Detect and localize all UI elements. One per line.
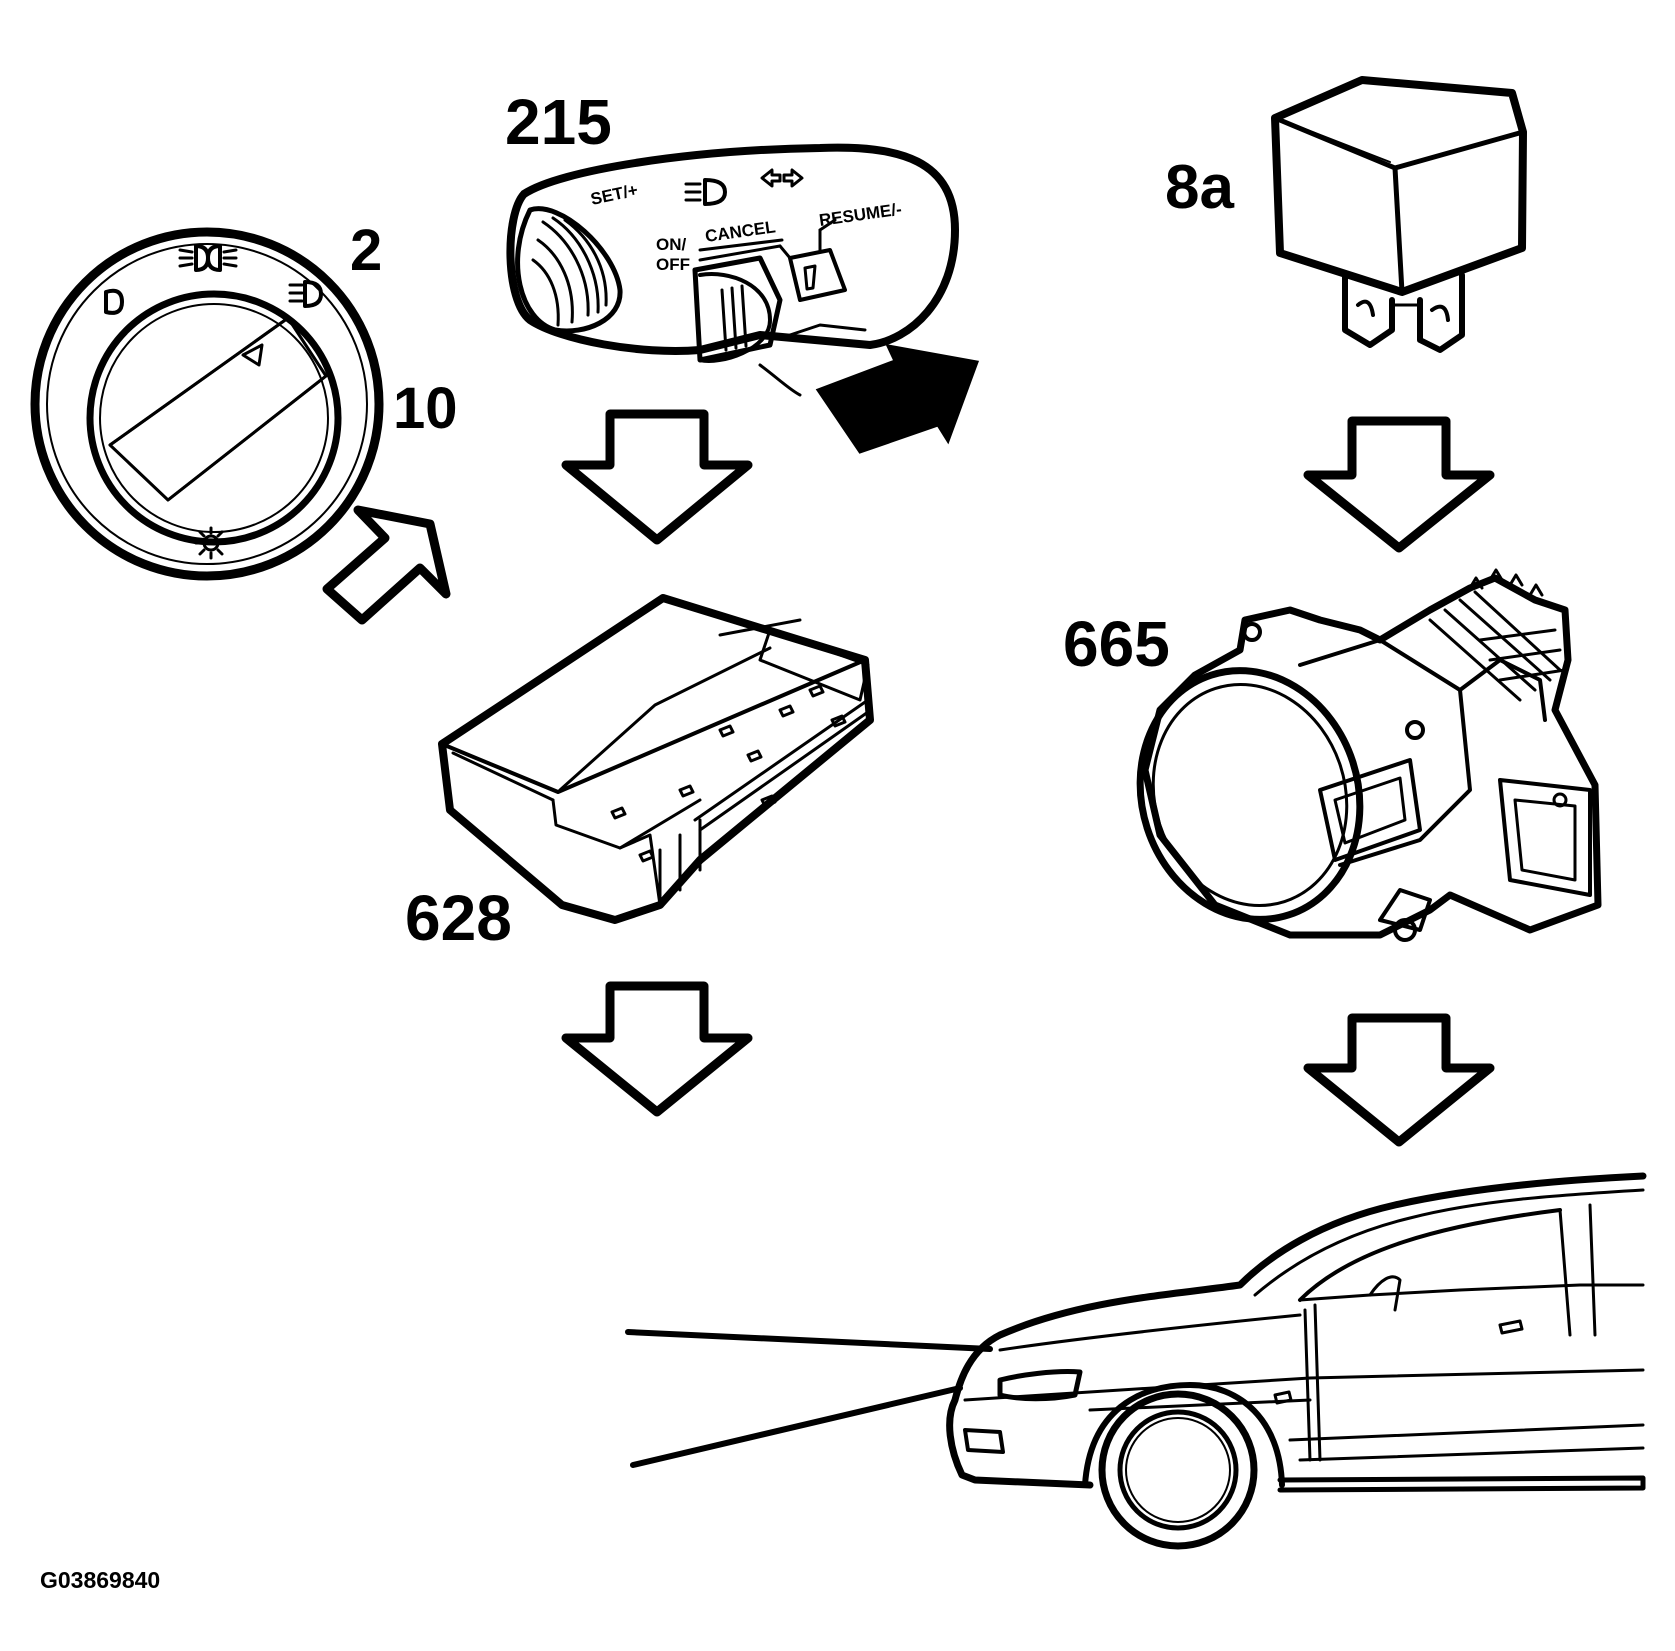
label-light-switch-ref: 2 (350, 218, 382, 283)
turn-signal-arrows-icon (760, 168, 804, 188)
switch-label-resume: RESUME/- (818, 200, 903, 230)
arrow-module-to-vehicle (561, 981, 753, 1117)
fog-lamp-illustration (1136, 568, 1602, 942)
stalk-headlight-icon (684, 178, 727, 206)
fog-light-sun-icon (194, 526, 228, 560)
switch-label-set: SET/+ (589, 180, 640, 209)
label-stalk-switch: 215 (505, 86, 612, 158)
arrow-switch-to-module (322, 505, 451, 625)
relay-illustration (1271, 76, 1527, 353)
parking-light-icon (104, 288, 124, 315)
arrow-lamp-to-vehicle (1303, 1013, 1495, 1147)
headlight-both-icon (178, 244, 238, 272)
stalk-switch-illustration: SET/+ ON/OFF CANCEL RESUME/- (506, 143, 980, 454)
switch-label-on-off: ON/OFF (656, 235, 690, 274)
label-control-module: 628 (405, 882, 512, 954)
label-fog-lamp: 665 (1063, 608, 1170, 680)
vehicle-illustration (625, 1172, 1647, 1550)
label-relay: 8a (1165, 153, 1234, 222)
arrow-relay-to-lamp (1303, 416, 1495, 553)
light-switch-illustration (30, 227, 384, 581)
stalk-pull-arrow (758, 344, 980, 454)
label-light-switch-position: 10 (393, 376, 458, 441)
figure-code: G03869840 (40, 1567, 160, 1593)
low-beam-icon (288, 280, 323, 308)
arrow-stalk-to-module (561, 409, 753, 545)
control-module-illustration (438, 594, 874, 924)
